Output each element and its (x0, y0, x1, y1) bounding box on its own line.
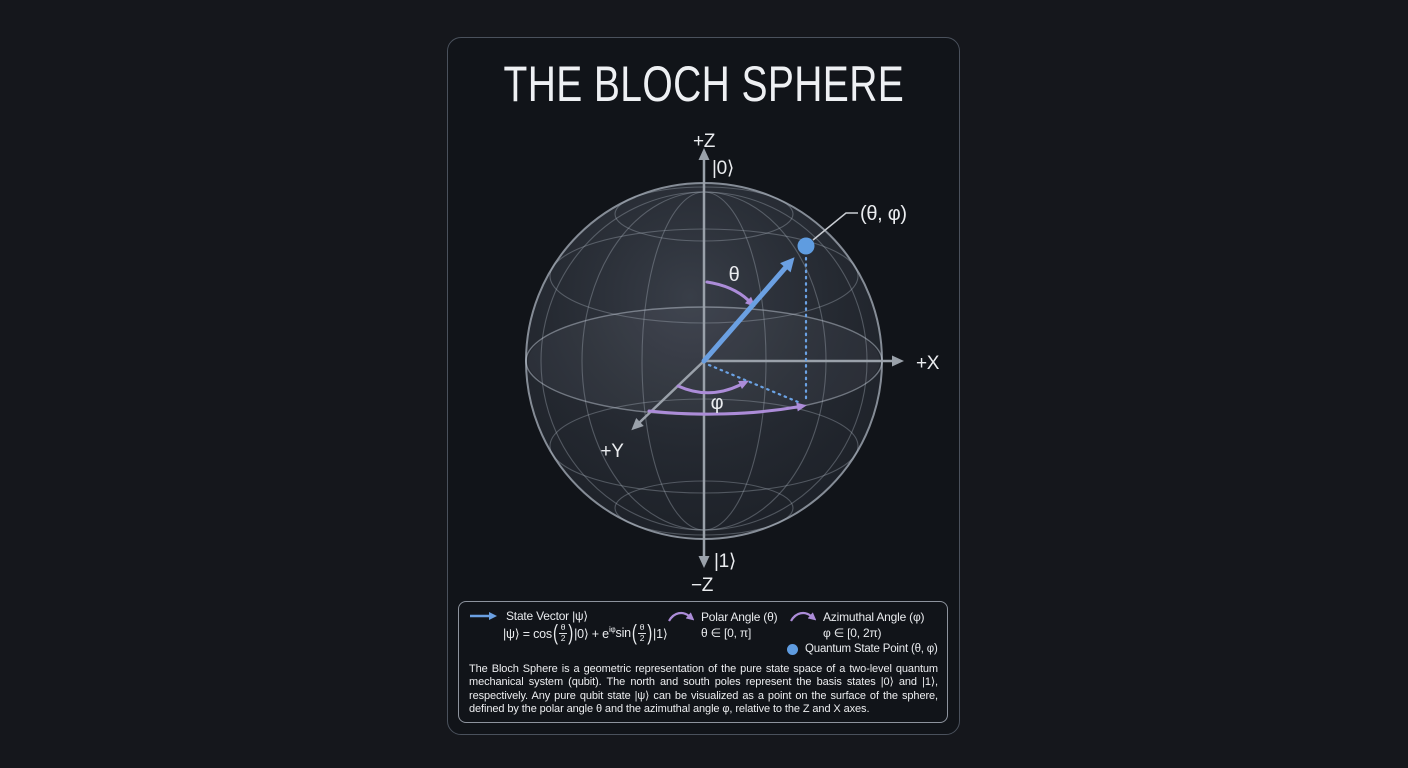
legend-state-vector-item: State Vector |ψ⟩ (469, 609, 588, 623)
legend-polar-item: Polar Angle (θ) (667, 609, 778, 624)
phi-equator-arc (647, 402, 807, 416)
azimuthal-arc-icon (790, 611, 816, 622)
formula-ket1: |1⟩ (653, 626, 668, 641)
minus-z-label: −Z (691, 575, 714, 596)
bloch-sphere-diagram: +Z |0⟩ (θ, φ) θ +X φ +Y |1⟩ −Z (525, 131, 940, 596)
legend-azimuthal-item: Azimuthal Angle (φ) (789, 609, 925, 624)
polar-arc-icon (668, 611, 694, 622)
polar-angle-range: θ ∈ [0, π] (701, 626, 752, 640)
description-text: The Bloch Sphere is a geometric represen… (469, 663, 938, 716)
theta-label: θ (729, 264, 740, 286)
formula-paren: ( (631, 620, 637, 646)
state-vector-arrow (701, 257, 795, 364)
ket-zero-label: |0⟩ (712, 158, 734, 179)
formula-lhs: |ψ⟩ = cos (503, 626, 552, 641)
plus-y-label: +Y (600, 441, 624, 462)
quantum-state-point (797, 237, 815, 255)
state-point-dot-icon (787, 643, 798, 655)
point-label-connector (812, 212, 858, 241)
formula-mid: |0⟩ + e (574, 626, 609, 641)
phi-inner-arc (676, 380, 750, 395)
formula-paren: ) (647, 620, 653, 646)
page-title: THE BLOCH SPHERE (503, 56, 905, 112)
projection-lines (707, 256, 808, 404)
plus-z-label: +Z (693, 131, 716, 152)
formula-sin: sin (615, 626, 632, 641)
state-point-legend-label: Quantum State Point (θ, φ) (805, 643, 938, 655)
azimuthal-angle-label: Azimuthal Angle (φ) (823, 609, 925, 624)
ket-one-label: |1⟩ (714, 551, 736, 572)
formula-paren: ( (552, 620, 558, 646)
plus-x-label: +X (916, 353, 940, 374)
state-vector-label: State Vector |ψ⟩ (506, 609, 588, 623)
formula-exponent: iφ (608, 624, 616, 634)
azimuthal-angle-range: φ ∈ [0, 2π) (823, 626, 882, 640)
theta-arc (705, 280, 756, 307)
angle-arcs (647, 280, 807, 416)
legend-state-point-item: Quantum State Point (θ, φ) (787, 643, 938, 655)
formula-paren: ) (568, 620, 574, 646)
state-point-label: (θ, φ) (860, 203, 907, 225)
polar-angle-label: Polar Angle (θ) (701, 609, 778, 624)
phi-label: φ (711, 392, 724, 414)
state-vector-icon (470, 612, 497, 620)
